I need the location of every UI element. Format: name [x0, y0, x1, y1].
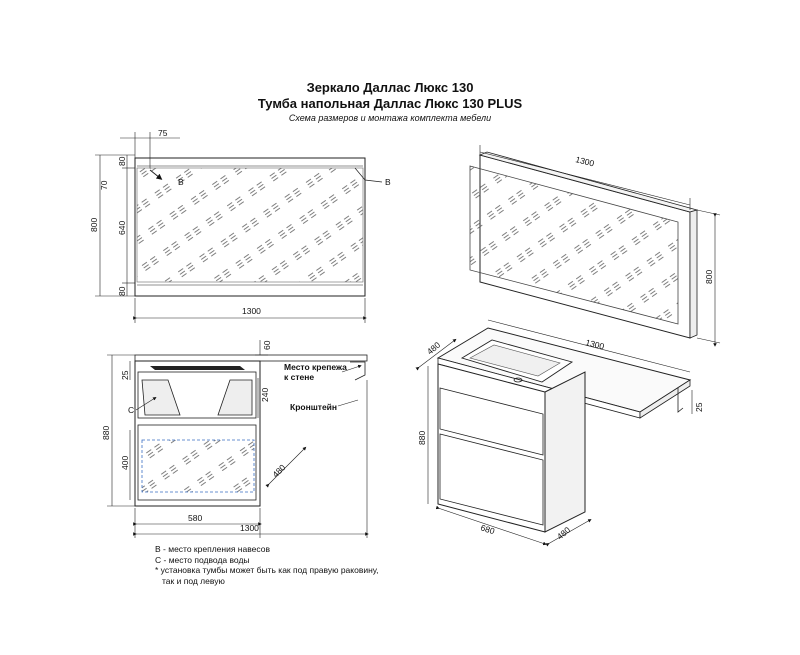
legend-notes: B - место крепления навесов C - место по…: [155, 544, 379, 586]
title-mirror: Зеркало Даллас Люкс 130: [306, 80, 474, 95]
dim-480: 480: [270, 462, 287, 479]
dim-iso-1300: 1300: [585, 337, 606, 351]
note-b: B - место крепления навесов: [155, 544, 270, 554]
cabinet-front-view: C 60 880 25 400 240 Место крепежа к стен…: [101, 340, 369, 538]
label-mount-2: к стене: [284, 372, 314, 382]
dim-h-bottom: 80: [117, 286, 127, 296]
mirror-glass: [136, 167, 364, 283]
dim-iso-h: 800: [704, 270, 714, 284]
dim-h-640: 640: [117, 221, 127, 235]
dim-h-70: 70: [99, 180, 109, 190]
title-cabinet: Тумба напольная Даллас Люкс 130 PLUS: [257, 96, 523, 111]
dim-iso-480-bottom: 480: [555, 525, 573, 542]
mirror-iso-view: 1300 800: [469, 145, 721, 347]
dim-iso-25: 25: [694, 402, 704, 412]
mirror-iso-glass: [469, 165, 679, 325]
dim-iso-w: 1300: [575, 154, 596, 168]
dim-1300: 1300: [240, 523, 259, 533]
hanger-arrow-left: [149, 169, 163, 180]
dim-w: 1300: [242, 306, 261, 316]
dim-240: 240: [260, 388, 270, 402]
dim-880: 880: [101, 426, 111, 440]
note-install-2: так и под левую: [162, 575, 225, 586]
cabinet-iso-view: 480 1300 880 25 680 480: [415, 319, 704, 547]
mark-b-left: B: [178, 177, 184, 187]
dim-h-top: 80: [117, 156, 127, 166]
label-mount-1: Место крепежа: [284, 362, 347, 372]
mirror-front-view: B B 75 800 80 70 640 80 1300: [89, 128, 391, 323]
dim-top-offset: 75: [158, 128, 168, 138]
label-bracket: Кронштейн: [290, 402, 337, 412]
dim-60: 60: [262, 340, 272, 350]
dim-iso-680: 680: [479, 522, 496, 536]
subtitle: Схема размеров и монтажа комплекта мебел…: [288, 113, 492, 123]
note-install: * установка тумбы может быть как под пра…: [155, 565, 379, 575]
dim-580: 580: [188, 513, 202, 523]
dim-iso-880: 880: [417, 431, 427, 445]
dim-400: 400: [120, 456, 130, 470]
dim-25: 25: [120, 370, 130, 380]
mark-c: C: [128, 405, 134, 415]
dim-iso-480-top: 480: [425, 340, 443, 357]
mark-b-right: B: [385, 177, 391, 187]
hanger-arrow-right: [354, 167, 383, 183]
dim-h-total: 800: [89, 218, 99, 232]
note-c: C - место подвода воды: [155, 554, 250, 565]
